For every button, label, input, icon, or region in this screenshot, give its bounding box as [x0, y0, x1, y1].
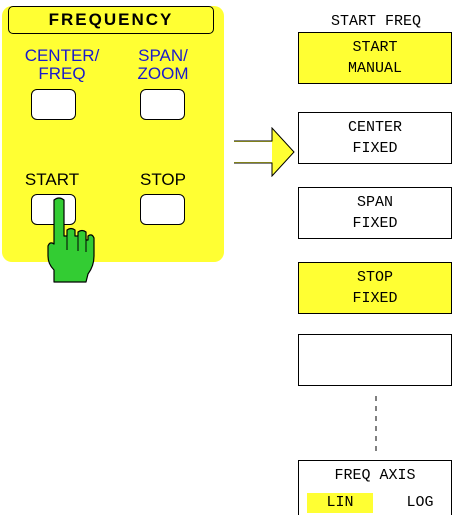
- softkey-center-fixed[interactable]: CENTER FIXED: [298, 112, 452, 164]
- softkey-label-line2: MANUAL: [347, 60, 402, 77]
- stop-key[interactable]: [140, 194, 185, 225]
- freq-axis-lin-option[interactable]: LIN: [307, 493, 373, 513]
- softkey-blank[interactable]: [298, 334, 452, 386]
- center-freq-key[interactable]: [31, 89, 76, 120]
- softkey-label-line2: FIXED: [352, 140, 398, 157]
- center-key-label-line1: CENTER/: [24, 46, 100, 65]
- softkey-label-line1: SPAN: [356, 194, 393, 211]
- stop-key-label: STOP: [140, 170, 186, 189]
- center-key-label-line2: FREQ: [38, 64, 86, 83]
- softkey-label-line2: FIXED: [352, 290, 398, 307]
- softkey-span-fixed[interactable]: SPAN FIXED: [298, 187, 452, 239]
- freq-axis-label: FREQ AXIS: [334, 467, 416, 484]
- softkey-start-manual[interactable]: START MANUAL: [298, 32, 452, 84]
- span-key-label-line2: ZOOM: [137, 64, 189, 83]
- softkey-label-line2: FIXED: [352, 215, 398, 232]
- dashed-separator: [375, 396, 377, 454]
- start-key-label: START: [24, 170, 80, 189]
- span-zoom-key[interactable]: [140, 89, 185, 120]
- pointing-hand-icon: [47, 197, 95, 283]
- menu-title: START FREQ: [330, 13, 421, 30]
- softkey-freq-axis[interactable]: FREQ AXIS LIN LOG: [298, 460, 452, 515]
- right-arrow-icon: [234, 127, 295, 177]
- span-key-label-line1: SPAN/: [138, 46, 188, 65]
- freq-axis-log-option[interactable]: LOG: [406, 494, 434, 511]
- softkey-label-line1: STOP: [356, 269, 393, 286]
- softkey-label-line1: CENTER: [347, 119, 402, 136]
- softkey-label-line1: START: [352, 39, 398, 56]
- frequency-keypad-title: FREQUENCY: [8, 6, 214, 34]
- softkey-stop-fixed[interactable]: STOP FIXED: [298, 262, 452, 314]
